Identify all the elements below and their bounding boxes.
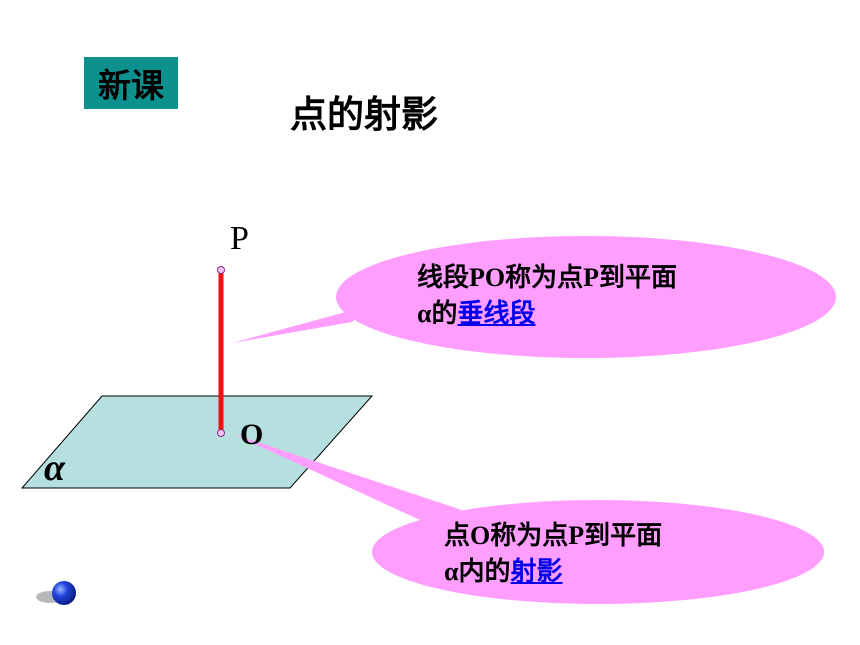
callout-bubble-perpendicular <box>232 304 375 343</box>
point-p-label: P <box>230 220 249 257</box>
callout-2-line-2: α内的射影 <box>444 554 764 590</box>
callout-1-prefix: α的 <box>417 299 458 328</box>
callout-1-line-2: α的垂线段 <box>417 296 777 332</box>
blue-sphere-icon[interactable] <box>36 581 76 605</box>
callout-text-perpendicular: 线段PO称为点P到平面 α的垂线段 <box>417 260 777 332</box>
callout-text-projection: 点O称为点P到平面 α内的射影 <box>444 518 764 590</box>
callout-bubble-projection <box>233 434 462 520</box>
new-lesson-badge: 新课 <box>84 57 178 109</box>
point-p-marker <box>217 266 225 274</box>
callout-2-line-1: 点O称为点P到平面 <box>444 521 663 550</box>
page-title: 点的射影 <box>290 93 438 136</box>
callout-1-line-1: 线段PO称为点P到平面 <box>417 263 677 292</box>
plane-alpha <box>20 395 374 489</box>
point-o-marker <box>217 429 225 437</box>
point-o-label: O <box>240 418 264 451</box>
callout-2-prefix: α内的 <box>444 557 511 586</box>
projection-link[interactable]: 射影 <box>510 557 563 586</box>
perpendicular-segment-link[interactable]: 垂线段 <box>457 299 536 328</box>
plane-alpha-label: α <box>44 447 66 489</box>
